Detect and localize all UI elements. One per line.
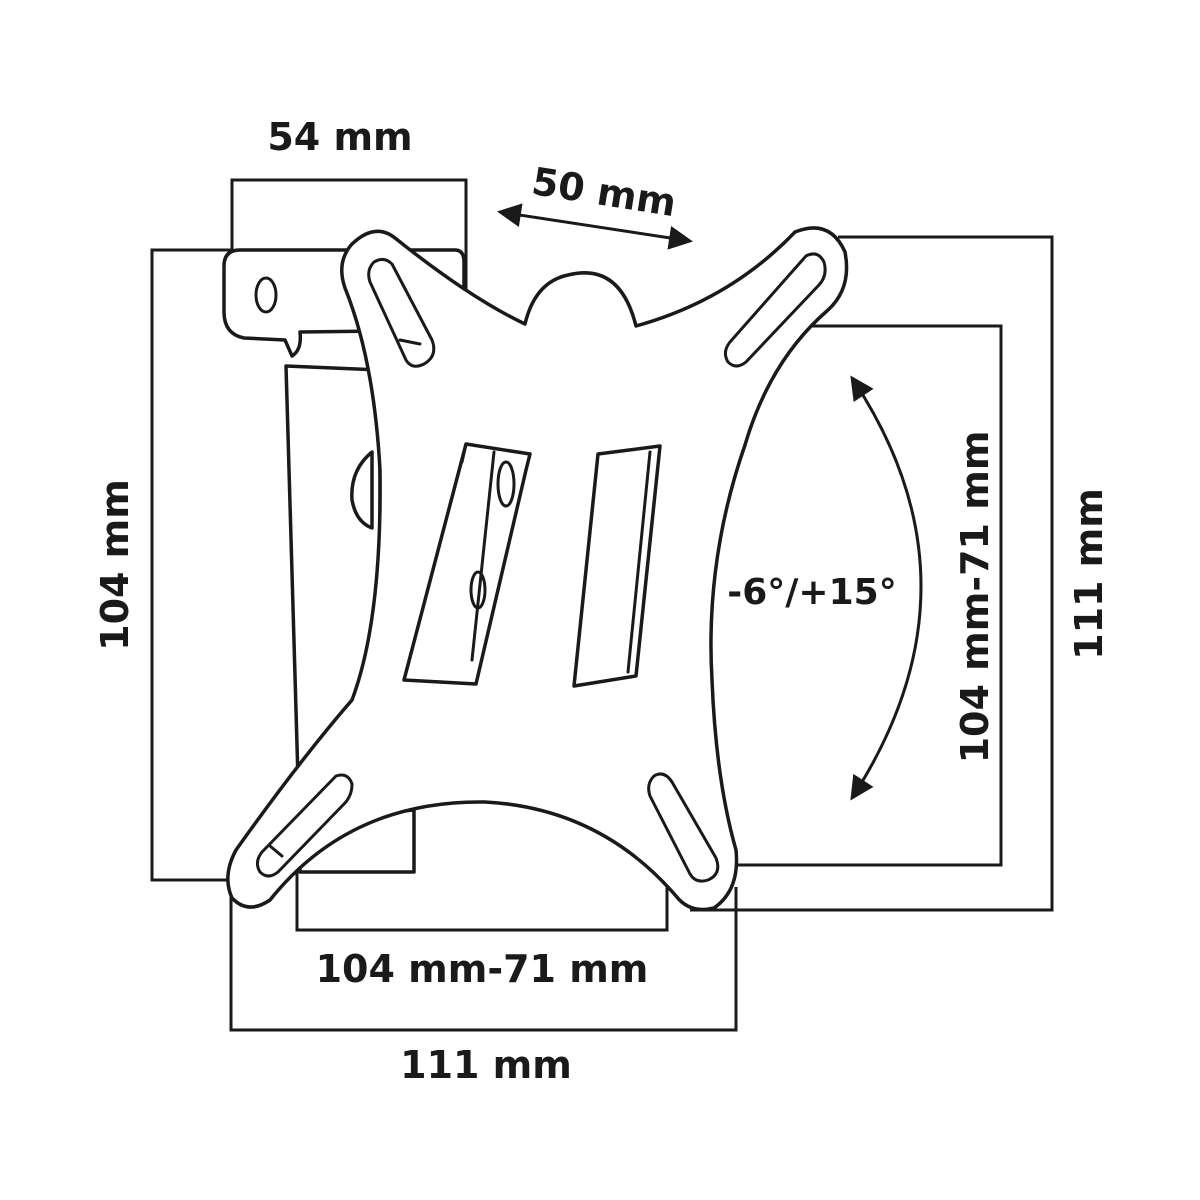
slot-top-left-inner — [398, 338, 422, 346]
wall-plate-hole — [254, 276, 278, 314]
tab-right — [572, 444, 662, 688]
slot-bottom-left — [255, 773, 354, 878]
pivot-knob — [350, 450, 374, 530]
right-outer-height-label: 111 mm — [1067, 488, 1111, 660]
bottom-inner-width-label: 104 mm-71 mm — [316, 947, 649, 991]
slot-bottom-right — [647, 772, 720, 883]
top-width-label: 54 mm — [267, 115, 412, 159]
slot-top-right — [723, 252, 827, 368]
depth-arrow — [497, 203, 693, 250]
vesa-plate-outline — [226, 226, 849, 912]
tilt-arrow — [850, 375, 923, 801]
tab-left — [402, 442, 532, 686]
left-height-dimension-line — [150, 248, 232, 882]
slot-bottom-left-inner — [268, 844, 284, 858]
left-height-label: 104 mm — [93, 479, 137, 651]
tab-left-bolt-top — [496, 460, 516, 508]
bottom-outer-width-dimension-line — [229, 885, 738, 1032]
tab-right-fold — [626, 450, 652, 674]
labels: 54 mm 50 mm 104 mm 104 mm-71 mm 111 mm 1… — [93, 115, 1111, 1087]
dimension-lines — [150, 178, 1054, 1032]
tab-left-bolt-bottom — [469, 570, 487, 610]
tilt-range-label: -6°/+15° — [727, 572, 896, 613]
right-outer-height-dimension-line — [690, 235, 1054, 912]
right-inner-height-dimension-line — [733, 324, 1003, 867]
bottom-outer-width-label: 111 mm — [400, 1043, 572, 1087]
right-inner-height-label: 104 mm-71 mm — [953, 431, 997, 764]
depth-label: 50 mm — [529, 159, 679, 225]
vesa-plate — [226, 226, 923, 912]
tab-left-fold — [460, 442, 496, 662]
slot-top-left — [367, 257, 436, 368]
top-width-dimension-line — [230, 178, 468, 295]
